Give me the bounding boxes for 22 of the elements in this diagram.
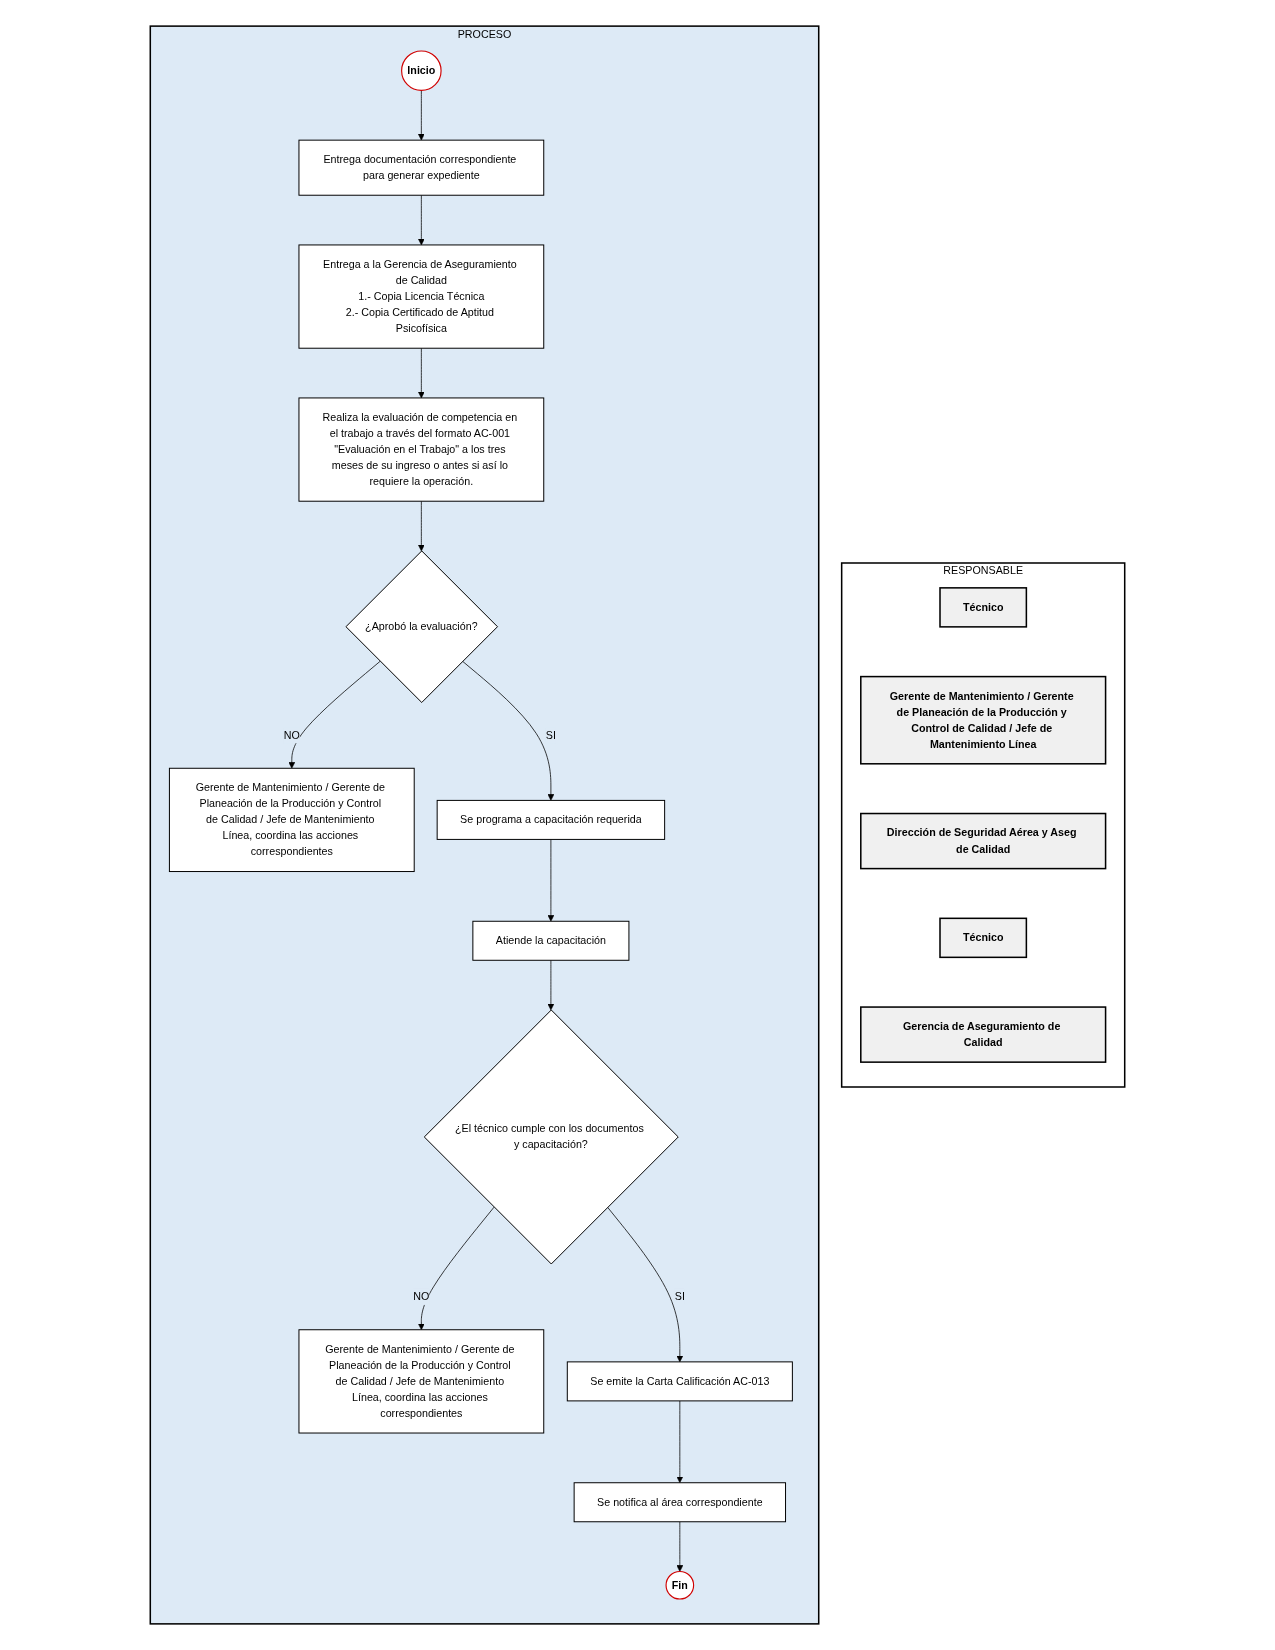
node-box: Se programa a capacitación requerida: [436, 799, 666, 840]
node-box: Gerencia de Aseguramiento de Calidad: [860, 1006, 1107, 1063]
node-box: Técnico: [939, 917, 1028, 959]
node-box: Entrega a la Gerencia de Aseguramiento de Calidad 1.- Copia Licencia Técnica 2.- Copia Certificado de Aptitud Psicofísica: [298, 244, 545, 349]
node-box: Atiende la capacitación: [472, 920, 630, 961]
node-box: Se emite la Carta Calificación AC-013: [566, 1361, 793, 1402]
node-box: Gerente de Mantenimiento / Gerente de Planeación de la Producción y Control de Calidad / Jefe de Mantenimiento Línea, coordina las acciones correspondientes: [298, 1329, 545, 1434]
edge-label: SI: [674, 1290, 685, 1303]
node-diamond: ¿Aprobó la evaluación?: [345, 550, 498, 703]
node-circle: Fin: [665, 1570, 695, 1600]
node-box: Gerente de Mantenimiento / Gerente de Planeación de la Producción y Control de Calidad / Jefe de Mantenimiento Línea: [860, 675, 1107, 765]
node-box: Se notifica al área correspondiente: [573, 1482, 787, 1523]
node-box: Técnico: [939, 587, 1028, 628]
node-box: Gerente de Mantenimiento / Gerente de Planeación de la Producción y Control de Calidad / Jefe de Mantenimiento Línea, coordina las acciones correspondientes: [168, 767, 415, 873]
node-diamond: ¿El técnico cumple con los documentos y capacitación?: [423, 1009, 679, 1265]
edge-label: SI: [545, 728, 556, 742]
node-box: Entrega documentación correspondiente para generar expediente: [298, 139, 545, 196]
edge-label: NO: [413, 1290, 430, 1303]
node-box: Realiza la evaluación de competencia en el trabajo a través del formato AC-001 "Evaluación en el Trabajo" a los tres meses de su ingreso o antes si así lo requiere la operación.: [298, 397, 545, 502]
node-box: Dirección de Seguridad Aérea y Aseg de Calidad: [860, 812, 1107, 870]
edge-label: NO: [283, 728, 300, 742]
node-circle: Inicio: [401, 50, 442, 91]
